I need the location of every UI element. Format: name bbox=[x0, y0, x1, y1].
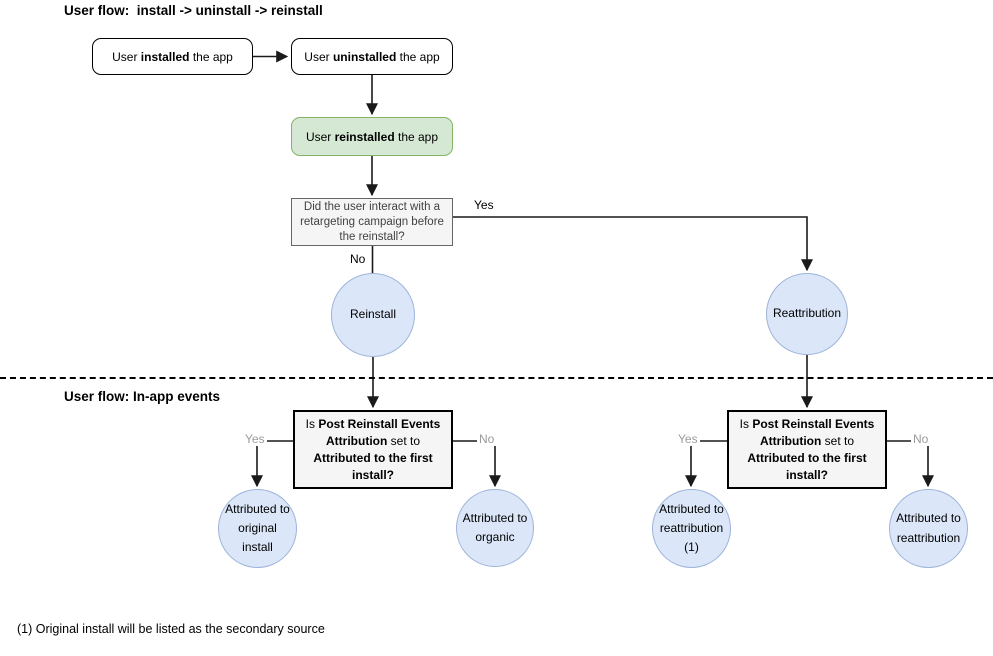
edge-label-no-left1: No bbox=[477, 432, 497, 446]
edge-yes-to-reattribution-circle bbox=[453, 216, 813, 272]
edge-label-yes-top: Yes bbox=[472, 198, 496, 212]
edge-decision2-yes bbox=[251, 440, 293, 488]
node-user-installed: User installed the app bbox=[92, 38, 253, 75]
node-user-reinstalled: User reinstalled the app bbox=[291, 117, 453, 156]
edge-label-no-right1: No bbox=[911, 432, 931, 446]
node-circle-attributed-reattribution-1: Attributed to reattribution (1) bbox=[652, 489, 731, 568]
edge-label-yes-right1: Yes bbox=[676, 432, 700, 446]
node-circle-reinstall: Reinstall bbox=[331, 273, 415, 357]
node-circle-reattribution: Reattribution bbox=[766, 273, 848, 355]
node-decision-post-reinstall-left: Is Post Reinstall Events Attribution set… bbox=[293, 410, 453, 489]
node-user-uninstalled: User uninstalled the app bbox=[291, 38, 453, 75]
edge-decision3-yes bbox=[685, 440, 727, 488]
node-circle-attributed-organic: Attributed to organic bbox=[456, 489, 534, 567]
edge-decision3-no bbox=[887, 440, 934, 488]
flow2-title: User flow: In-app events bbox=[64, 389, 221, 404]
footnote: (1) Original install will be listed as t… bbox=[17, 622, 325, 636]
node-decision-post-reinstall-right: Is Post Reinstall Events Attribution set… bbox=[727, 410, 887, 489]
flow1-title: User flow: install -> uninstall -> reins… bbox=[64, 3, 323, 18]
edge-label-yes-left1: Yes bbox=[243, 432, 267, 446]
edge-decision2-no bbox=[453, 440, 501, 488]
node-circle-attributed-reattribution-2: Attributed to reattribution bbox=[889, 489, 968, 568]
edge-label-no-top: No bbox=[348, 252, 368, 266]
section-divider bbox=[0, 377, 993, 379]
node-circle-attributed-original-install: Attributed to original install bbox=[218, 489, 297, 568]
node-decision-retargeting: Did the user interact with a retargeting… bbox=[291, 198, 453, 246]
